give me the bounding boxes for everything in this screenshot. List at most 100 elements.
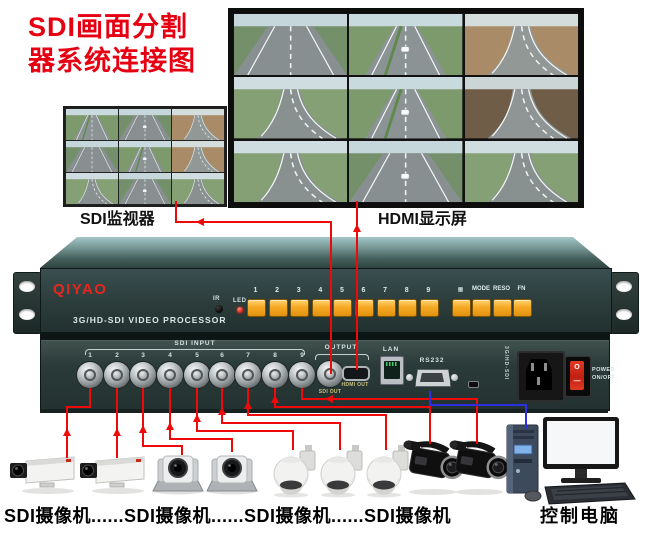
channel-button-3 xyxy=(290,299,310,317)
sdi-monitor-screen xyxy=(63,106,227,207)
fn-button-label: FN xyxy=(517,286,526,292)
rack-hole xyxy=(616,309,632,320)
ir-label: IR xyxy=(213,296,220,302)
lan-port-pins xyxy=(386,362,398,366)
channel-button-number: 8 xyxy=(404,287,409,294)
rs232-label: RS232 xyxy=(419,357,445,364)
rack-hole xyxy=(19,309,35,320)
monitor-cell xyxy=(234,77,348,139)
sdi-input-number: 9 xyxy=(300,352,304,359)
mode-button xyxy=(472,299,491,317)
monitor-cell xyxy=(172,173,224,204)
channel-button-8 xyxy=(398,299,418,317)
channel-button-4 xyxy=(311,299,331,317)
ir-receiver-icon xyxy=(215,305,223,313)
usb-service-port xyxy=(468,381,479,388)
sdi-input-port-9 xyxy=(289,362,315,388)
power-rocker: O— xyxy=(570,361,584,390)
control-computer xyxy=(505,415,637,507)
channel-button-number: 3 xyxy=(296,287,301,294)
wire-arrow-icon xyxy=(193,414,201,422)
sdi-input-number: 2 xyxy=(115,352,119,359)
monitor-cell xyxy=(66,141,118,172)
wire-arrow-icon xyxy=(353,224,361,232)
channel-button-1 xyxy=(247,299,266,317)
power-switch: O— xyxy=(565,356,591,397)
output-label: OUTPUT xyxy=(324,344,358,351)
dome-camera-1 xyxy=(269,443,321,498)
mode-button-label: MODE xyxy=(472,286,490,292)
brand-logo: QIYAO xyxy=(53,281,108,298)
power-label-line2: ON/OFF xyxy=(592,375,616,381)
power-inlet-recess xyxy=(526,359,552,390)
camcorder-2 xyxy=(448,437,510,497)
wire-arrow-icon xyxy=(63,428,71,436)
channel-button-number: 7 xyxy=(383,287,388,294)
monitor-cell xyxy=(464,140,578,202)
dome-camera-3 xyxy=(362,443,414,498)
rs232-port xyxy=(406,369,458,387)
sdi-monitor-label: SDI监视器 xyxy=(80,211,155,228)
sdi-input-number: 3 xyxy=(141,352,145,359)
channel-button-6 xyxy=(355,299,374,317)
sdi-input-number: 5 xyxy=(195,352,199,359)
db9-face xyxy=(420,373,444,382)
rack-hole xyxy=(19,281,35,292)
power-label-line1: POWER xyxy=(592,367,615,373)
monitor-cell xyxy=(464,14,578,76)
sdi-input-number: 7 xyxy=(246,352,250,359)
monitor-cell xyxy=(66,173,118,204)
fn-button xyxy=(513,299,532,317)
sdi-input-port-1 xyxy=(77,362,103,388)
monitor-cell xyxy=(234,140,348,202)
channel-button-number: 2 xyxy=(275,287,280,294)
led-label: LED xyxy=(233,298,247,304)
sdi-input-port-3 xyxy=(130,362,156,388)
chassis-gap xyxy=(40,332,610,339)
channel-button-9 xyxy=(419,299,439,317)
hdmi-display-screen xyxy=(228,8,584,208)
ptz-camera-1 xyxy=(150,441,206,495)
channel-button-number: 5 xyxy=(339,287,344,294)
sdi-input-port-6 xyxy=(209,362,235,388)
channel-button-number: 4 xyxy=(318,287,323,294)
db9-screw xyxy=(406,374,413,381)
grid-button-label: ▦ xyxy=(457,287,464,293)
power-led-icon xyxy=(237,307,243,313)
reso-button-label: RESO xyxy=(493,286,511,292)
channel-button-5 xyxy=(333,299,353,317)
rear-panel-edge xyxy=(40,409,608,413)
rack-ear-right xyxy=(610,272,639,334)
power-pin xyxy=(531,363,534,371)
diagram-title-line2: 器系统连接图 xyxy=(28,46,196,76)
monitor-cell xyxy=(349,140,463,202)
sdi-cameras-label: SDI摄像机......SDI摄像机......SDI摄像机......SDI摄… xyxy=(4,506,452,526)
sdi-input-number: 1 xyxy=(88,352,92,359)
monitor-cell xyxy=(66,109,118,140)
channel-button-7 xyxy=(376,299,396,317)
power-inlet xyxy=(517,351,565,402)
grid-button xyxy=(452,299,471,317)
power-pin xyxy=(537,377,540,385)
dome-camera-2 xyxy=(316,443,368,498)
sdi-input-port-2 xyxy=(104,362,130,388)
wire-arrow-icon xyxy=(196,218,204,226)
sdi-input-number: 4 xyxy=(168,352,172,359)
monitor-cell xyxy=(234,14,348,76)
power-on-off-label: POWER ON/OFF xyxy=(592,366,615,382)
lan-port xyxy=(380,356,404,385)
monitor-cell xyxy=(172,141,224,172)
box-camera-2 xyxy=(80,449,150,495)
rack-ear-left xyxy=(13,272,42,334)
wire-arrow-icon xyxy=(139,425,147,433)
device-model-text: 3G/HD-SDI VIDEO PROCESSOR xyxy=(73,315,227,325)
diagram-title-line1: SDI画面分割 xyxy=(28,12,189,42)
channel-button-number: 1 xyxy=(253,287,258,294)
device-top-face xyxy=(40,237,610,268)
monitor-cell xyxy=(464,77,578,139)
monitor-cell xyxy=(119,109,171,140)
sdi-out-label: SDI OUT xyxy=(318,389,342,395)
monitor-cell xyxy=(172,109,224,140)
hdmi-display-label: HDMI显示屏 xyxy=(378,211,467,228)
